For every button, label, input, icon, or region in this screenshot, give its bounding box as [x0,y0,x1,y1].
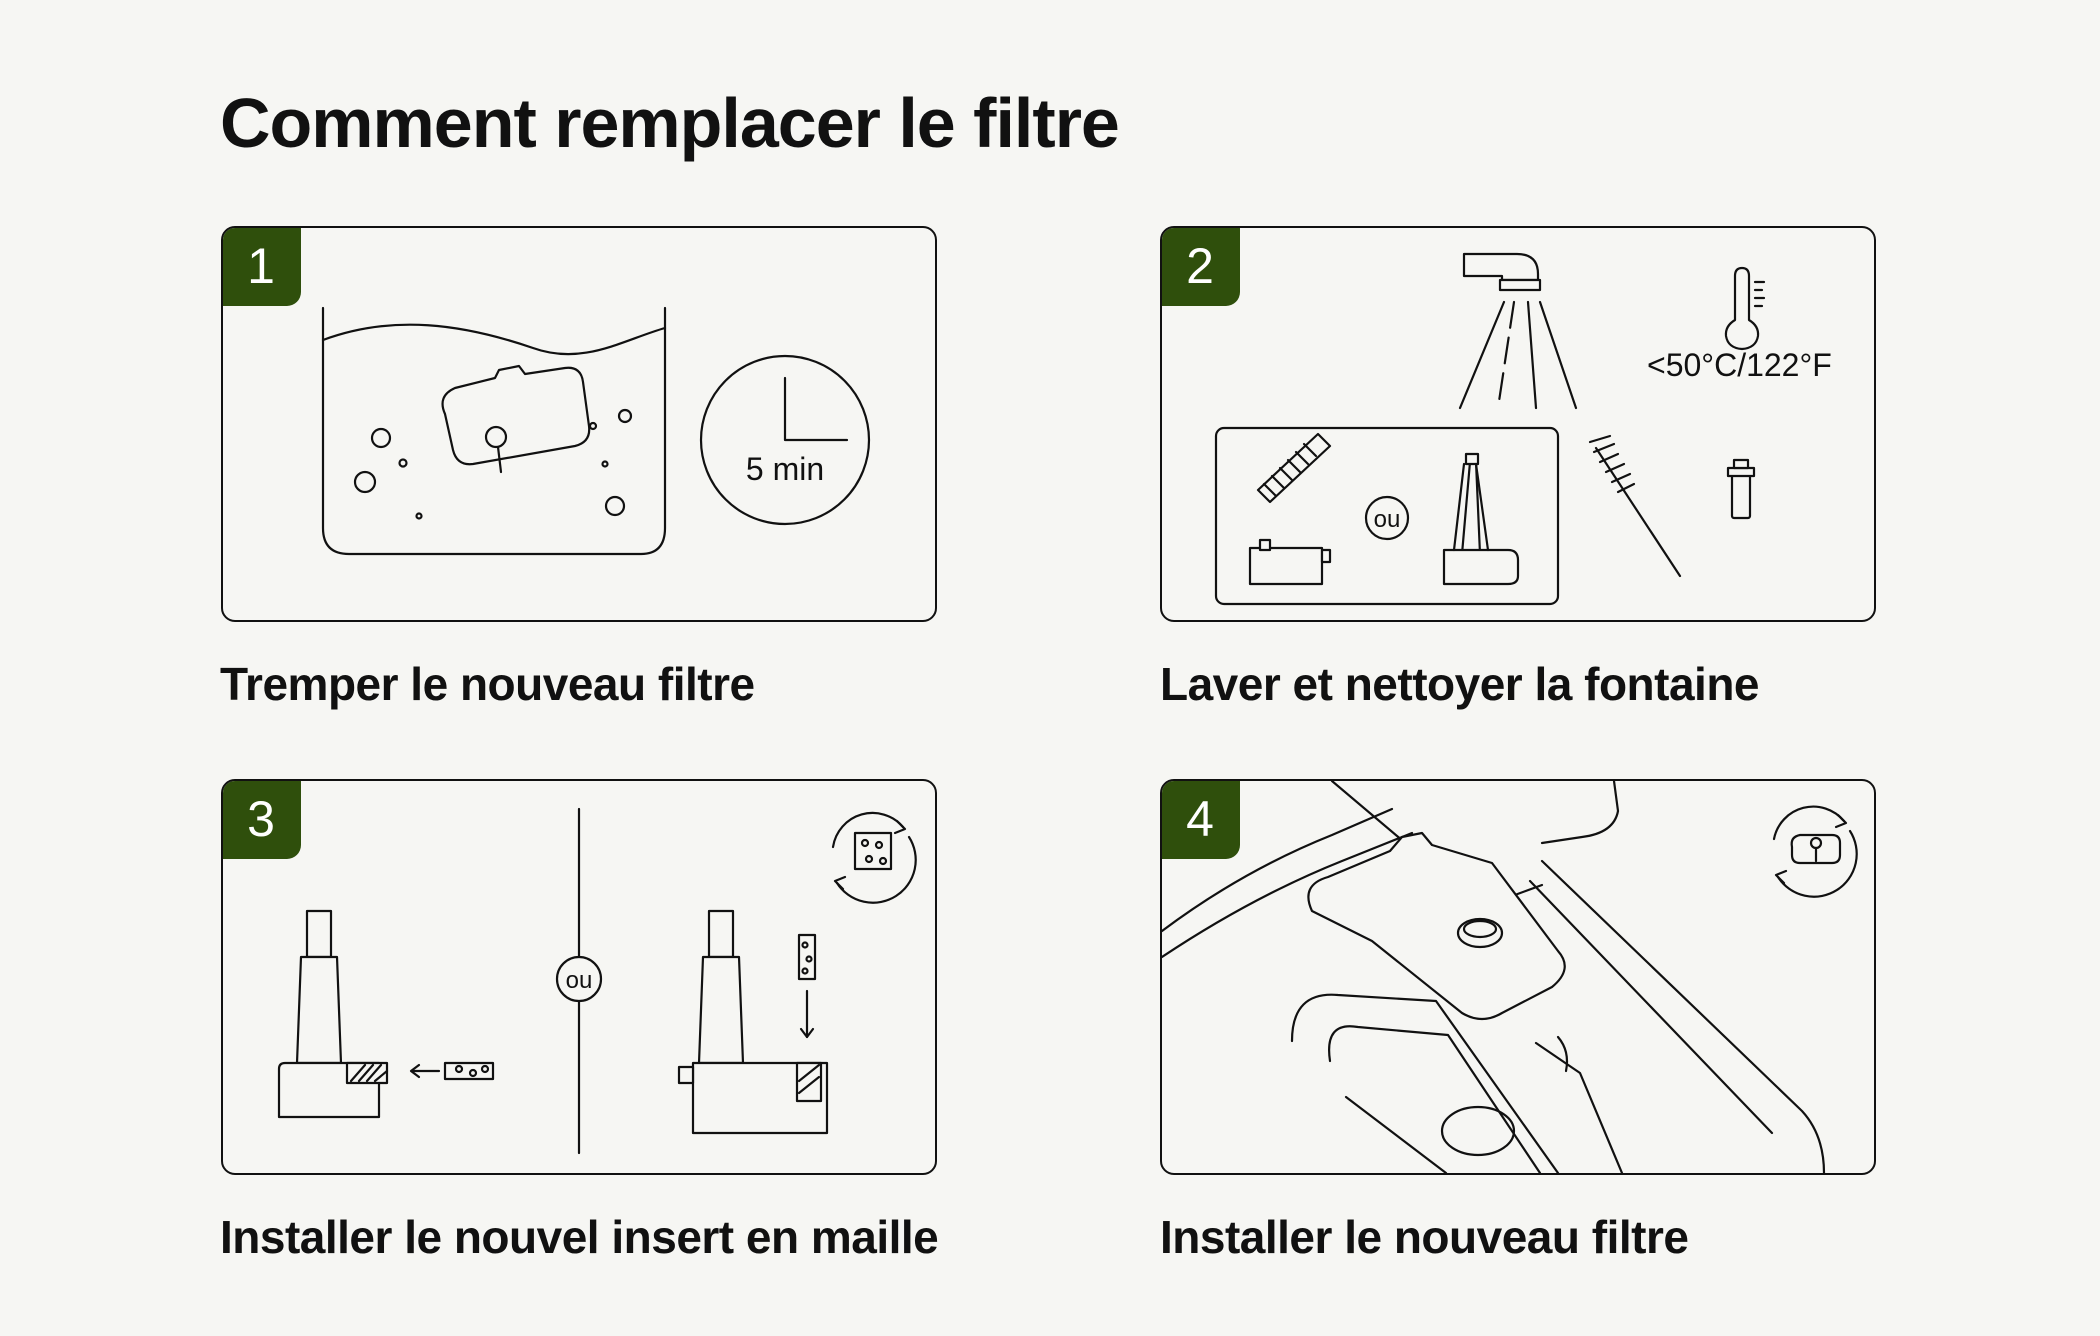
base-left [277,909,495,1119]
pump-part [1442,452,1520,586]
bubble-icon [370,427,392,449]
step-4-caption: Installer le nouveau filtre [1160,1211,1689,1263]
filter-icon [441,364,591,466]
faucet-icon [1458,252,1578,410]
step-4-badge: 4 [1162,781,1240,859]
step-2-badge: 2 [1162,228,1240,306]
or-label: ou [566,967,593,994]
small-part-icon [1726,458,1756,520]
install-filter-illustration [1162,781,1858,1173]
washing-illustration: <50°C/122°F ou [1214,252,1832,606]
water-surface [321,323,667,356]
temperature-label: <50°C/122°F [1647,347,1832,383]
base-right [677,909,829,1135]
step-1-caption: Tremper le nouveau filtre [220,658,755,710]
filter-icon [1307,831,1566,1021]
step-2-caption: Laver et nettoyer la fontaine [1160,658,1760,710]
step-3-badge: 3 [223,781,301,859]
step-3-panel: 3 ou [221,779,937,1175]
step-2-panel: 2 <50°C/122°F [1160,226,1876,622]
page-title: Comment remplacer le filtre [220,84,1120,162]
soaking-illustration: 5 min [321,306,871,556]
mesh-insert-part [1248,432,1332,586]
step-4-panel: 4 [1160,779,1876,1175]
parts-box [1214,426,1560,606]
clock-icon [699,354,871,526]
device-outline [1162,807,1394,933]
rotate-replace-icon [831,811,917,904]
or-label: ou [1374,506,1401,533]
timer-label: 5 min [746,451,824,487]
water-basin [321,306,667,556]
insert-mesh-illustration: ou [277,807,917,1155]
thermometer-icon [1724,266,1766,351]
rotate-replace-icon [1772,805,1858,898]
step-3-caption: Installer le nouvel insert en maille [220,1211,939,1263]
step-1-panel: 1 5 min [221,226,937,622]
brush-icon [1588,434,1682,578]
step-1-badge: 1 [223,228,301,306]
